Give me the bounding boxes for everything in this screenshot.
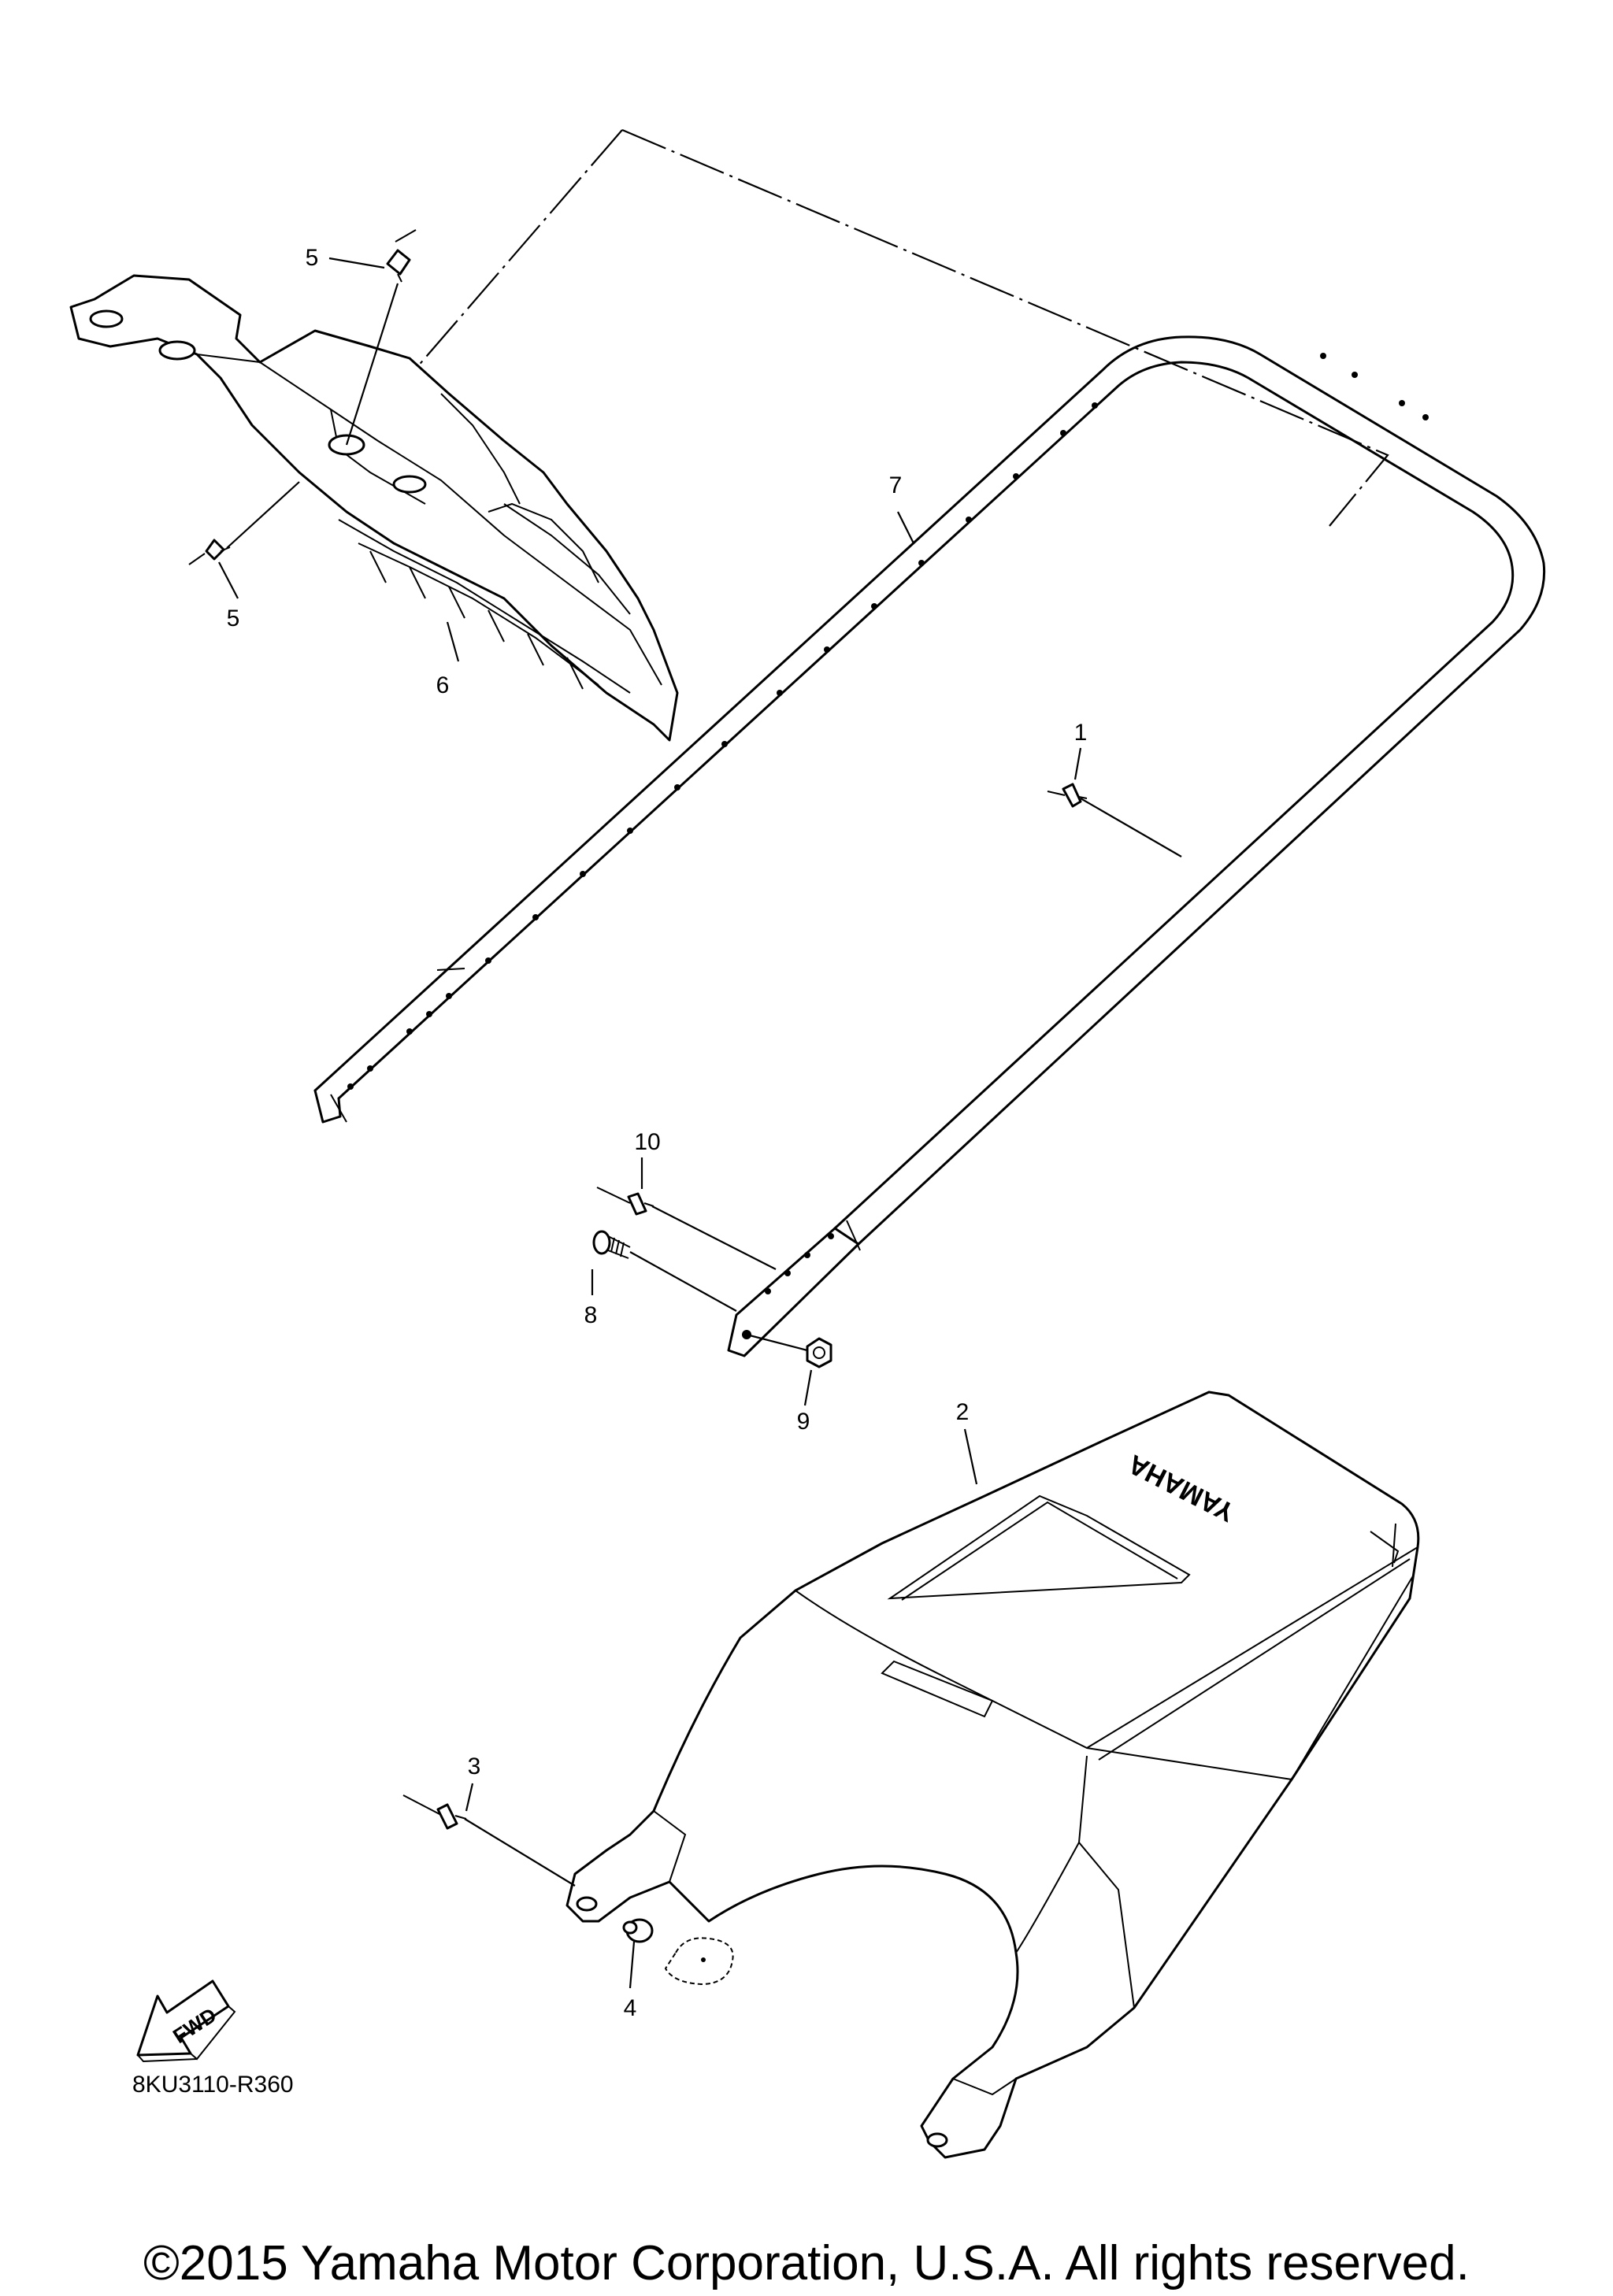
part-3-rivet[interactable]: [402, 1794, 467, 1830]
leader-7: [897, 511, 914, 544]
leader-5-lower: [218, 561, 239, 599]
leader-4: [629, 1941, 636, 1989]
callout-5-upper: 5: [306, 245, 319, 271]
part-5-rivet-lower[interactable]: [188, 539, 231, 565]
callout-7: 7: [889, 472, 903, 498]
part-6-bracket[interactable]: [69, 274, 679, 742]
leader-2: [963, 1428, 978, 1485]
fwd-arrow-icon: FWD: [136, 1979, 236, 2063]
callout-10: 10: [634, 1129, 660, 1155]
part-2-seat[interactable]: YAMAHA: [565, 1391, 1420, 2159]
part-4-grommet[interactable]: [622, 1918, 734, 1986]
callout-1: 1: [1074, 720, 1088, 746]
part-8-bolt[interactable]: [592, 1230, 631, 1259]
part-5-rivet-upper[interactable]: [386, 229, 417, 283]
leader-1: [1073, 747, 1082, 780]
leader-5-lower-to-hole: [226, 481, 300, 549]
leader-9-to-rail: [746, 1333, 808, 1352]
leader-10-to-rail: [651, 1205, 777, 1270]
leader-9: [803, 1369, 813, 1406]
leader-3-to-seat: [464, 1818, 576, 1887]
callout-6: 6: [436, 672, 450, 698]
leader-6: [446, 621, 460, 662]
callout-5-lower: 5: [227, 605, 240, 631]
callout-9: 9: [797, 1409, 810, 1435]
callout-8: 8: [584, 1302, 598, 1328]
callout-2: 2: [956, 1399, 970, 1425]
part-10-rivet[interactable]: [596, 1187, 654, 1216]
leader-5-upper: [328, 257, 385, 269]
part-1-rivet[interactable]: [1047, 783, 1088, 808]
copyright-notice: ©2015 Yamaha Motor Corporation, U.S.A. A…: [143, 2236, 1470, 2290]
drawing-code: 8KU3110-R360: [132, 2072, 294, 2098]
leader-3: [465, 1783, 474, 1812]
callout-3: 3: [468, 1753, 481, 1779]
leader-1-to-rail: [1080, 798, 1182, 857]
leader-5-upper-to-hole: [345, 283, 399, 446]
leader-8-to-rail: [629, 1251, 737, 1312]
part-9-nut[interactable]: [806, 1337, 832, 1368]
callout-4: 4: [624, 1995, 637, 2021]
